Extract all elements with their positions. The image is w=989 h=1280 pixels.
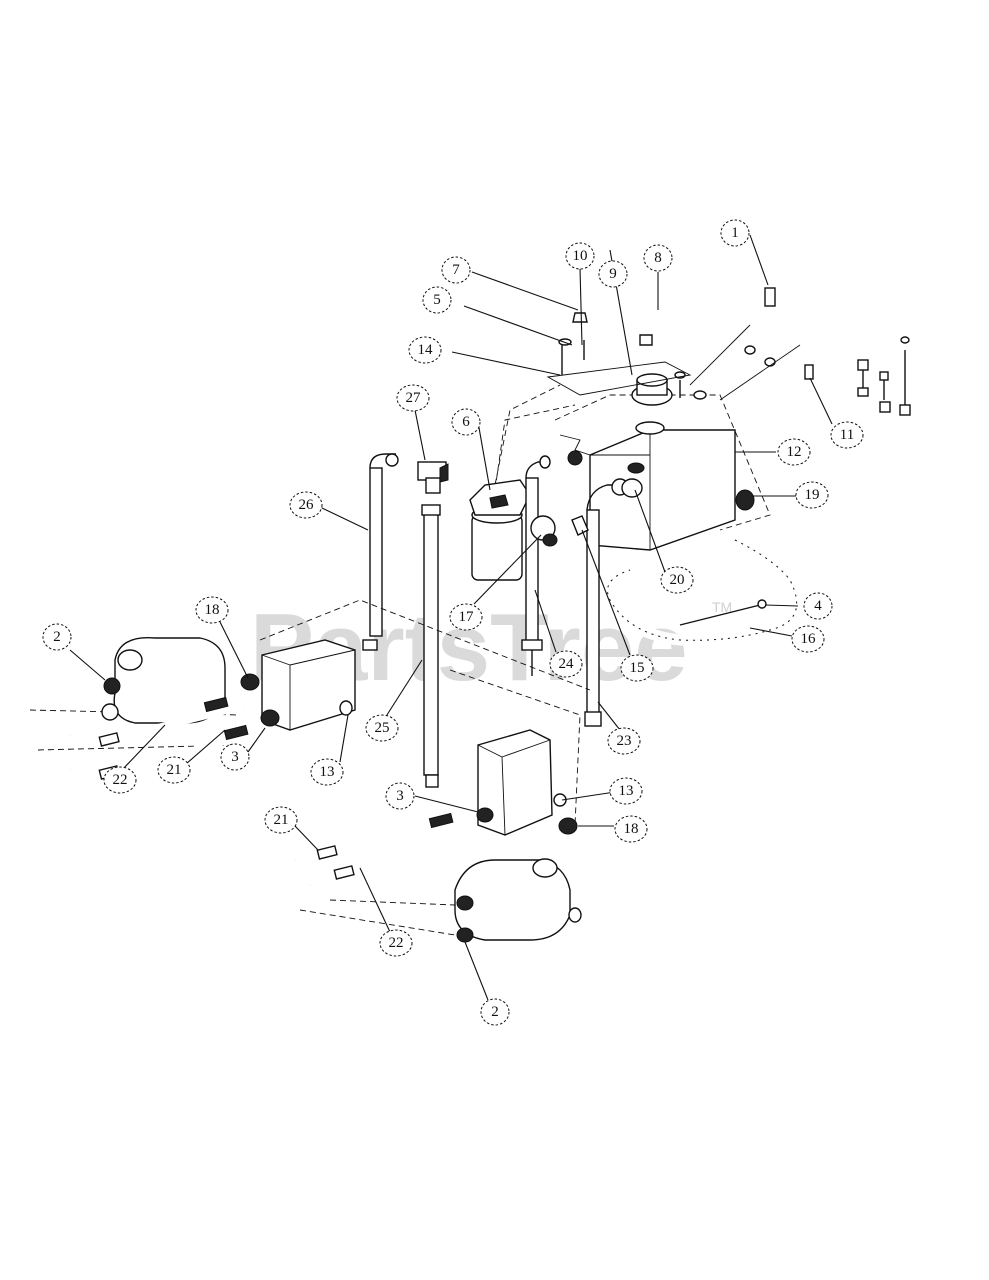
callout-label: 18 [205,602,220,618]
callout-label: 10 [573,248,588,264]
right-hoses [292,811,477,888]
callout-10: 10 [565,242,595,270]
tee-fitting [417,461,449,494]
callout-3-right: 3 [385,782,415,810]
callout-label: 23 [617,733,632,749]
callout-27: 27 [396,384,430,412]
right-hydraulic-pump [476,729,578,836]
callout-label: 1 [731,225,739,241]
callout-20: 20 [660,566,694,594]
callout-4: 4 [803,592,833,620]
callout-label: 21 [167,762,182,778]
callout-label: 4 [814,598,822,614]
callout-label: 16 [801,631,817,647]
callout-label: 20 [670,572,685,588]
callout-label: 2 [491,1004,499,1020]
left-hydraulic-pump [240,639,356,731]
callout-23: 23 [607,727,641,755]
left-hoses [66,696,256,782]
callout-label: 13 [619,783,634,799]
fitting-near-tank [567,450,583,466]
callout-label: 2 [53,629,61,645]
callout-label: 21 [274,812,289,828]
callout-label: 6 [462,414,470,430]
barb-fitting-15 [571,515,589,536]
callout-26: 26 [289,491,323,519]
callout-16: 16 [791,625,825,653]
callout-label: 12 [787,444,802,460]
callout-3-left: 3 [220,743,250,771]
callout-label: 5 [433,292,441,308]
callout-15: 15 [620,654,654,682]
callout-11: 11 [830,421,864,449]
fitting-19 [735,489,755,511]
callout-label: 7 [452,262,460,278]
oil-filter [469,479,531,581]
callout-21-right: 21 [264,806,298,834]
callout-5: 5 [422,286,452,314]
callout-12: 12 [777,438,811,466]
callout-19: 19 [795,481,829,509]
callout-label: 8 [654,250,662,266]
callout-label: 17 [459,609,475,625]
callout-2-left: 2 [42,623,72,651]
hose-clamp-4 [679,599,767,626]
callout-8: 8 [643,244,673,272]
hose-23 [584,478,629,727]
callout-25: 25 [365,714,399,742]
callout-22-left: 22 [103,766,137,794]
callout-label: 22 [113,772,128,788]
callout-label: 22 [389,935,404,951]
callout-label: 14 [418,342,434,358]
mounting-hardware [558,287,911,416]
callout-label: 19 [805,487,820,503]
callout-label: 15 [630,660,645,676]
callout-label: 9 [609,266,617,282]
callout-label: 26 [299,497,315,513]
callout-18-left: 18 [195,596,229,624]
callout-14: 14 [408,336,442,364]
callout-17: 17 [449,603,483,631]
callout-18-right: 18 [614,815,648,843]
callout-7: 7 [441,256,471,284]
callout-24: 24 [549,650,583,678]
leader-lines [69,234,833,1001]
callout-label: 24 [559,656,575,672]
callout-13-right: 13 [609,777,643,805]
callout-6: 6 [451,408,481,436]
hose-25 [421,504,441,788]
elbow-fitting-20 [621,462,645,498]
filter-mounting-bracket [494,361,692,491]
suction-hose-16 [602,535,803,646]
callout-label: 13 [320,764,335,780]
callout-21-left: 21 [157,756,191,784]
callout-label: 11 [840,427,854,443]
callout-label: 27 [406,390,422,406]
watermark-trademark: TM [712,599,732,615]
hose-26 [362,453,399,651]
callout-1: 1 [720,219,750,247]
callout-label: 25 [375,720,390,736]
callout-label: 3 [396,788,404,804]
callout-9: 9 [598,260,628,288]
right-wheel-motor [454,858,582,943]
callout-13-left: 13 [310,758,344,786]
callout-2-right: 2 [480,998,510,1026]
callout-22-right: 22 [379,929,413,957]
callout-label: 18 [624,821,639,837]
elbow-fitting-17 [530,515,558,547]
callout-label: 3 [231,749,239,765]
